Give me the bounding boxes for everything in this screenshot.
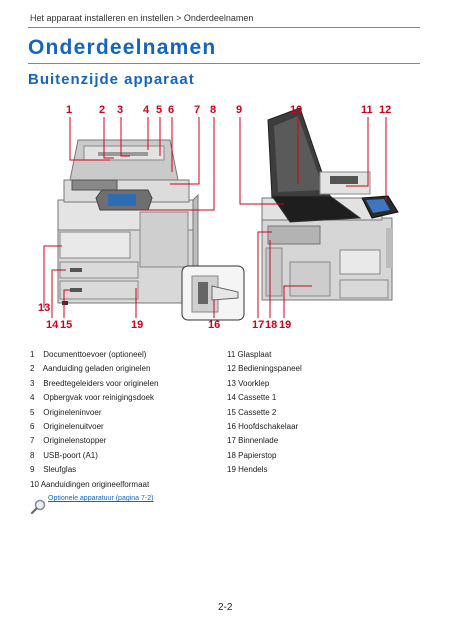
list-item: 18 Papierstop bbox=[227, 450, 277, 460]
list-item: 13 Voorklep bbox=[227, 378, 270, 388]
rear-machine-drawing bbox=[261, 107, 399, 301]
callout-9: 9 bbox=[236, 104, 243, 116]
parts-list-right: 11 Glasplaat 12 Bedieningspaneel 13 Voor… bbox=[227, 348, 302, 478]
page-number: 2-2 bbox=[218, 602, 233, 613]
list-item: 2 Aanduiding geladen originelen bbox=[30, 364, 151, 374]
list-item: 19 Hendels bbox=[227, 465, 268, 475]
callout-2: 2 bbox=[99, 104, 106, 116]
callout-7: 7 bbox=[194, 104, 201, 116]
callout-11: 11 bbox=[361, 104, 373, 116]
callout-17: 17 bbox=[252, 319, 265, 331]
callout-10: 10 bbox=[290, 104, 303, 116]
title-rule bbox=[28, 63, 420, 64]
list-item: 1 Documenttoevoer (optioneel) bbox=[30, 350, 147, 359]
list-item: 8 USB-poort (A1) bbox=[30, 450, 98, 460]
list-item: 7 Originelenstopper bbox=[30, 436, 107, 446]
page-title: Onderdeelnamen bbox=[28, 36, 217, 59]
list-item: 10 Aanduidingen origineelformaat bbox=[30, 479, 150, 489]
list-item: 3 Breedtegeleiders voor originelen bbox=[30, 378, 159, 388]
callout-1: 1 bbox=[66, 104, 73, 116]
callout-16: 16 bbox=[208, 319, 221, 331]
header-rule bbox=[28, 27, 420, 28]
list-item: 9 Sleufglas bbox=[30, 465, 77, 475]
list-item: 15 Cassette 2 bbox=[227, 407, 277, 417]
callout-3: 3 bbox=[117, 104, 124, 116]
callout-leaders bbox=[43, 117, 387, 318]
list-item: 12 Bedieningspaneel bbox=[227, 364, 302, 374]
callout-5: 5 bbox=[156, 104, 163, 116]
copier-illustration bbox=[43, 107, 399, 321]
power-switch-inset bbox=[181, 265, 245, 321]
callout-8: 8 bbox=[210, 104, 217, 116]
callout-19-left: 19 bbox=[131, 319, 144, 331]
callout-12: 12 bbox=[379, 104, 392, 116]
optional-equipment-link[interactable]: Optionele apparatuur (pagina 7-2) bbox=[48, 495, 154, 502]
list-item: 6 Originelenuitvoer bbox=[30, 422, 104, 432]
callout-6: 6 bbox=[168, 104, 175, 116]
callout-14: 14 bbox=[46, 319, 59, 331]
callout-19-right: 19 bbox=[279, 319, 292, 331]
callout-13: 13 bbox=[38, 302, 51, 314]
list-item: 11 Glasplaat bbox=[227, 350, 272, 359]
section-title: Buitenzijde apparaat bbox=[28, 71, 195, 88]
list-item: 17 Binnenlade bbox=[227, 436, 279, 446]
list-item: 16 Hoofdschakelaar bbox=[227, 422, 299, 432]
callout-15: 15 bbox=[60, 319, 73, 331]
front-machine-drawing bbox=[57, 139, 199, 305]
callout-18: 18 bbox=[265, 319, 278, 331]
list-item: 4 Opbergvak voor reinigingsdoek bbox=[30, 393, 154, 403]
callout-4: 4 bbox=[143, 104, 150, 116]
magnifier-icon bbox=[30, 499, 46, 515]
parts-list-left: 1 Documenttoevoer (optioneel) 2 Aanduidi… bbox=[30, 348, 158, 492]
list-item: 5 Origineleninvoer bbox=[30, 407, 102, 417]
list-item: 14 Cassette 1 bbox=[227, 393, 277, 403]
breadcrumb: Het apparaat installeren en instellen > … bbox=[30, 13, 254, 23]
